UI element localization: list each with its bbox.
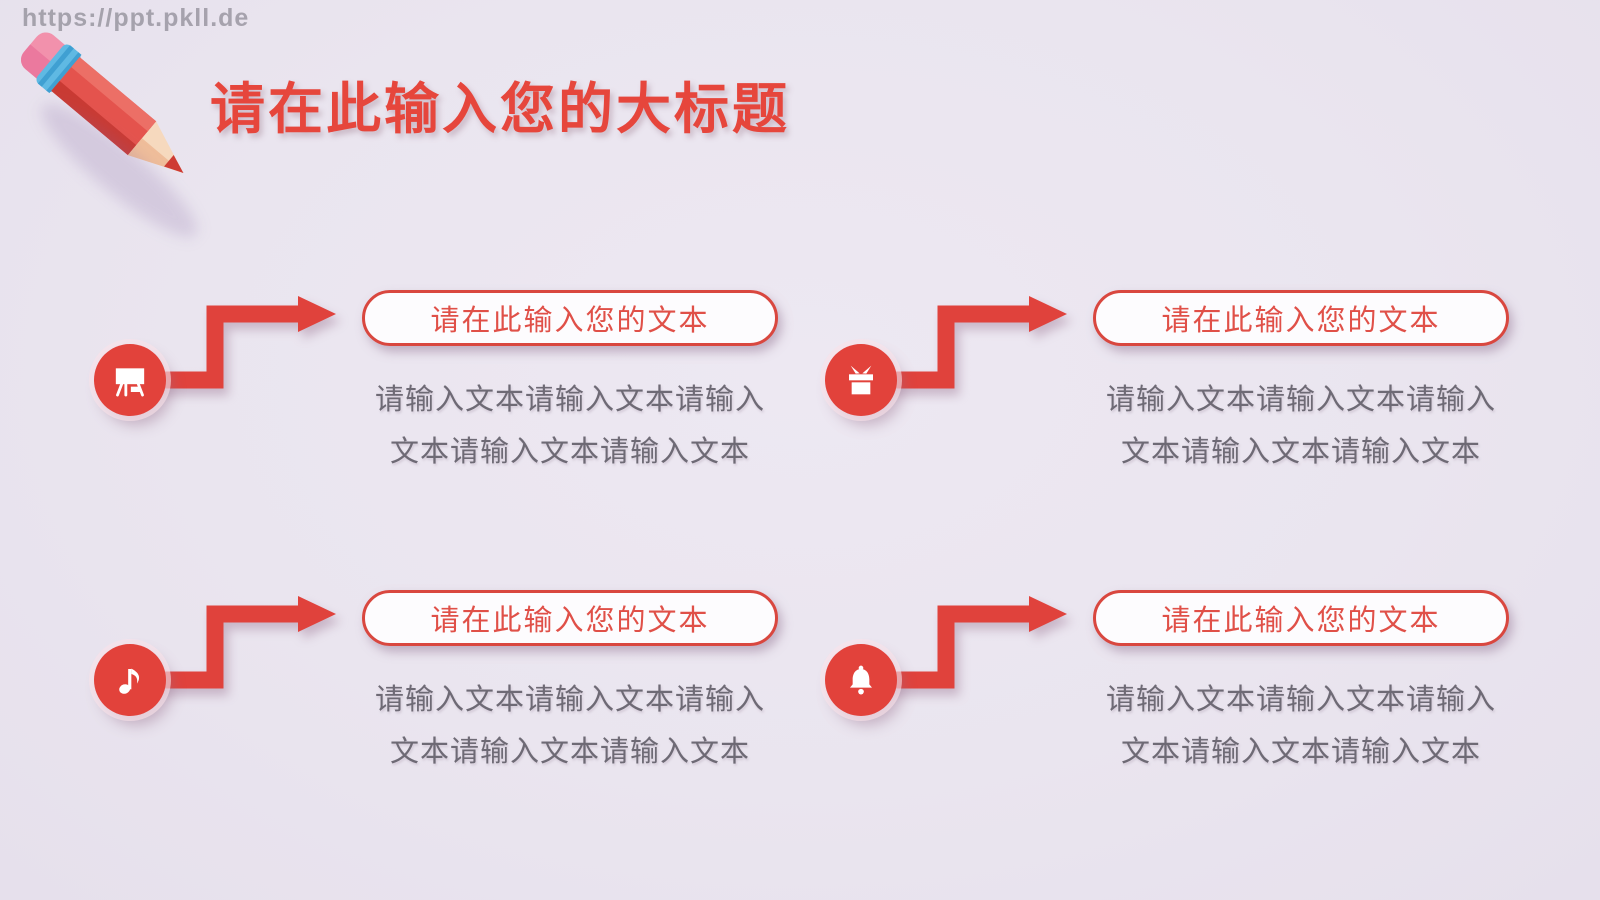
pill-label: 请在此输入您的文本 xyxy=(1161,605,1441,637)
pencil-icon xyxy=(20,32,184,173)
gift-icon xyxy=(825,344,897,416)
content-block-1: 请在此输入您的文本 请输入文本请输入文本请输入 文本请输入文本请输入文本 xyxy=(40,270,780,500)
body-line: 请输入文本请输入文本请输入 xyxy=(374,384,765,416)
body-line: 请输入文本请输入文本请输入 xyxy=(1105,684,1496,716)
elbow-arrow xyxy=(150,296,336,389)
body-text: 请输入文本请输入文本请输入 文本请输入文本请输入文本 xyxy=(362,374,778,478)
body-line: 文本请输入文本请输入文本 xyxy=(1120,736,1481,768)
bell-icon xyxy=(825,644,897,716)
pill-label: 请在此输入您的文本 xyxy=(430,605,710,637)
body-line: 文本请输入文本请输入文本 xyxy=(389,736,750,768)
content-block-2: 请在此输入您的文本 请输入文本请输入文本请输入 文本请输入文本请输入文本 xyxy=(771,270,1511,500)
content-block-4: 请在此输入您的文本 请输入文本请输入文本请输入 文本请输入文本请输入文本 xyxy=(771,570,1511,800)
placeholder-pill: 请在此输入您的文本 xyxy=(362,290,778,346)
body-text: 请输入文本请输入文本请输入 文本请输入文本请输入文本 xyxy=(1093,374,1509,478)
body-text: 请输入文本请输入文本请输入 文本请输入文本请输入文本 xyxy=(362,674,778,778)
body-text: 请输入文本请输入文本请输入 文本请输入文本请输入文本 xyxy=(1093,674,1509,778)
pencil-illustration xyxy=(0,0,320,253)
pill-label: 请在此输入您的文本 xyxy=(430,305,710,337)
page-title: 请在此输入您的大标题 xyxy=(210,78,791,140)
music-note-icon xyxy=(94,644,166,716)
placeholder-pill: 请在此输入您的文本 xyxy=(1093,290,1509,346)
elbow-arrow xyxy=(881,296,1067,389)
placeholder-pill: 请在此输入您的文本 xyxy=(1093,590,1509,646)
watermark-url: https://ppt.pkll.de xyxy=(22,4,250,32)
placeholder-pill: 请在此输入您的文本 xyxy=(362,590,778,646)
easel-icon xyxy=(94,344,166,416)
body-line: 文本请输入文本请输入文本 xyxy=(389,436,750,468)
body-line: 文本请输入文本请输入文本 xyxy=(1120,436,1481,468)
body-line: 请输入文本请输入文本请输入 xyxy=(1105,384,1496,416)
elbow-arrow xyxy=(150,596,336,689)
elbow-arrow xyxy=(881,596,1067,689)
body-line: 请输入文本请输入文本请输入 xyxy=(374,684,765,716)
content-block-3: 请在此输入您的文本 请输入文本请输入文本请输入 文本请输入文本请输入文本 xyxy=(40,570,780,800)
pill-label: 请在此输入您的文本 xyxy=(1161,305,1441,337)
